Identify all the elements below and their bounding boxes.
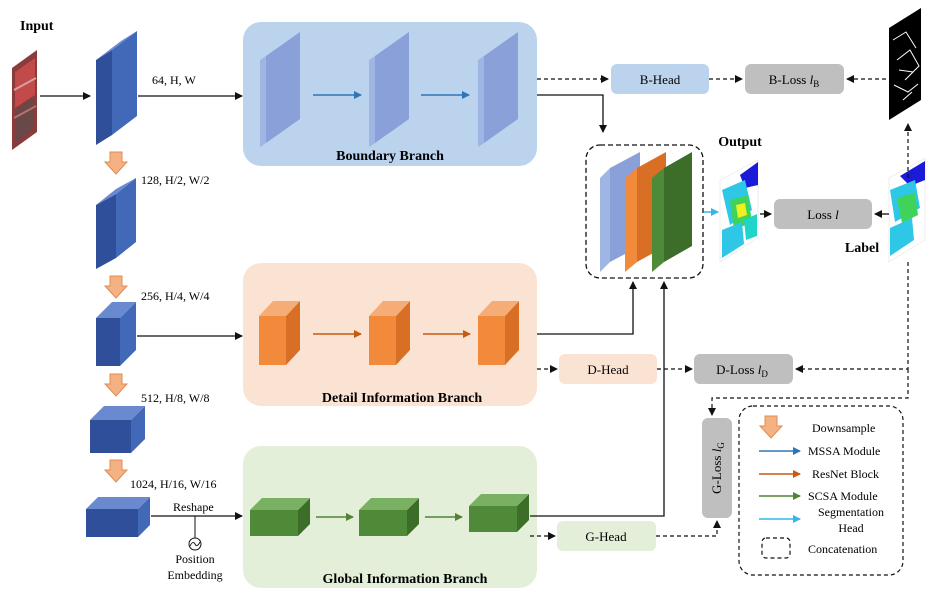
detail-block-3 (478, 301, 519, 365)
downsample-arrow-1 (103, 151, 129, 175)
d-loss-box (694, 354, 793, 384)
encoder-block-2 (96, 178, 136, 269)
concat-block-global (652, 152, 692, 272)
encoder-block-4 (90, 406, 145, 453)
legend-seg-head-label-1: Segmentation (818, 505, 884, 519)
encoder-block-5 (86, 497, 150, 537)
legend-seg-head-label-2: Head (838, 521, 863, 535)
legend-downsample-icon (758, 415, 784, 439)
global-branch-title: Global Information Branch (323, 572, 488, 587)
boundary-label-image (889, 8, 921, 120)
legend-box (738, 405, 904, 576)
global-block-3 (469, 494, 529, 532)
boundary-to-concat-arrow (537, 94, 607, 133)
boundary-block-3 (478, 32, 518, 147)
d-head-box (559, 354, 657, 384)
position-embedding-icon (188, 537, 202, 551)
downsample-arrow-3 (103, 373, 129, 397)
b-loss-box (745, 64, 844, 94)
label-to-gloss-arrow (708, 369, 909, 416)
label-title: Label (845, 241, 879, 256)
global-to-concat-arrow (530, 281, 668, 517)
legend-downsample-label: Downsample (812, 421, 875, 435)
position-label: Position (175, 552, 214, 566)
reshape-label: Reshape (173, 500, 214, 514)
input-image (12, 50, 37, 150)
concatenation-box (585, 144, 704, 279)
embedding-label: Embedding (167, 568, 222, 582)
dim-label-2: 128, H/2, W/2 (141, 173, 209, 187)
label-image (888, 157, 926, 263)
main-loss-label: Loss l (807, 207, 839, 222)
detail-block-1 (259, 301, 300, 365)
detail-branch-title: Detail Information Branch (322, 391, 482, 406)
output-image (719, 159, 759, 263)
g-head-box (557, 521, 656, 551)
downsample-arrow-4 (103, 459, 129, 483)
boundary-block-2 (369, 32, 409, 147)
legend-scsa-label: SCSA Module (808, 489, 878, 503)
legend-mssa-label: MSSA Module (808, 444, 880, 458)
downsample-arrow-2 (103, 275, 129, 299)
boundary-block-1 (260, 32, 300, 147)
g-loss-box (702, 418, 732, 518)
encoder-block-3 (96, 302, 136, 366)
g-head-label: G-Head (585, 529, 627, 544)
b-head-label: B-Head (640, 72, 681, 87)
detail-block-2 (369, 301, 410, 365)
b-head-box (611, 64, 709, 94)
encoder-block-1 (96, 31, 137, 145)
g-loss-label: G-Loss lG (709, 442, 726, 494)
global-block-2 (359, 498, 419, 536)
label-to-dloss-arrow (795, 262, 909, 373)
legend-concat-label: Concatenation (808, 542, 877, 556)
boundary-branch-title: Boundary Branch (336, 149, 444, 164)
ghead-to-gloss-arrow (656, 520, 721, 537)
dim-label-5: 1024, H/16, W/16 (130, 477, 216, 491)
global-block-1 (250, 498, 310, 536)
b-loss-label: B-Loss lB (769, 72, 819, 89)
d-head-label: D-Head (587, 362, 629, 377)
legend-concat-icon (761, 537, 791, 559)
d-loss-label: D-Loss lD (716, 362, 768, 379)
main-loss-box (774, 199, 872, 229)
dim-label-1: 64, H, W (152, 73, 196, 87)
dim-label-3: 256, H/4, W/4 (141, 289, 209, 303)
output-title: Output (718, 135, 762, 150)
dim-label-4: 512, H/8, W/8 (141, 391, 209, 405)
legend-resnet-label: ResNet Block (812, 467, 879, 481)
input-title: Input (20, 19, 54, 34)
detail-to-concat-arrow (537, 281, 637, 335)
